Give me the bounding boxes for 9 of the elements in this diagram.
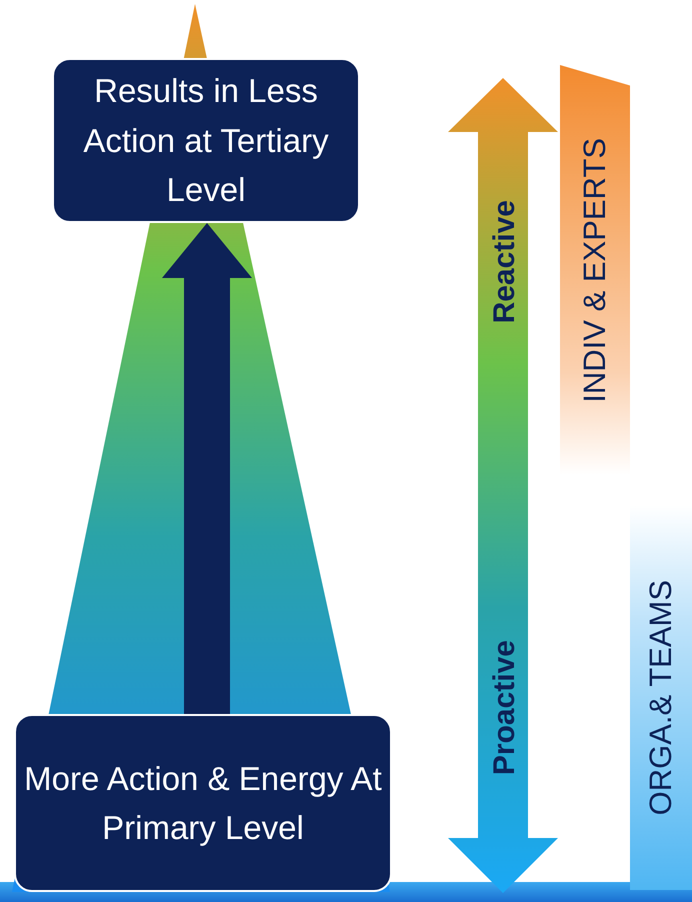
category-label: INDIV & EXPERTS bbox=[577, 138, 613, 402]
arrow-label: Proactive bbox=[488, 640, 522, 776]
arrow bbox=[162, 223, 252, 714]
box-text: More Action & Energy At Primary Level bbox=[23, 758, 383, 848]
category-label: ORGA.& TEAMS bbox=[643, 580, 679, 816]
arrow-label: Reactive bbox=[488, 200, 522, 324]
text-box bbox=[52, 58, 360, 223]
text-box bbox=[14, 714, 392, 892]
box-text: Results in Less Action at Tertiary Level bbox=[82, 71, 330, 210]
